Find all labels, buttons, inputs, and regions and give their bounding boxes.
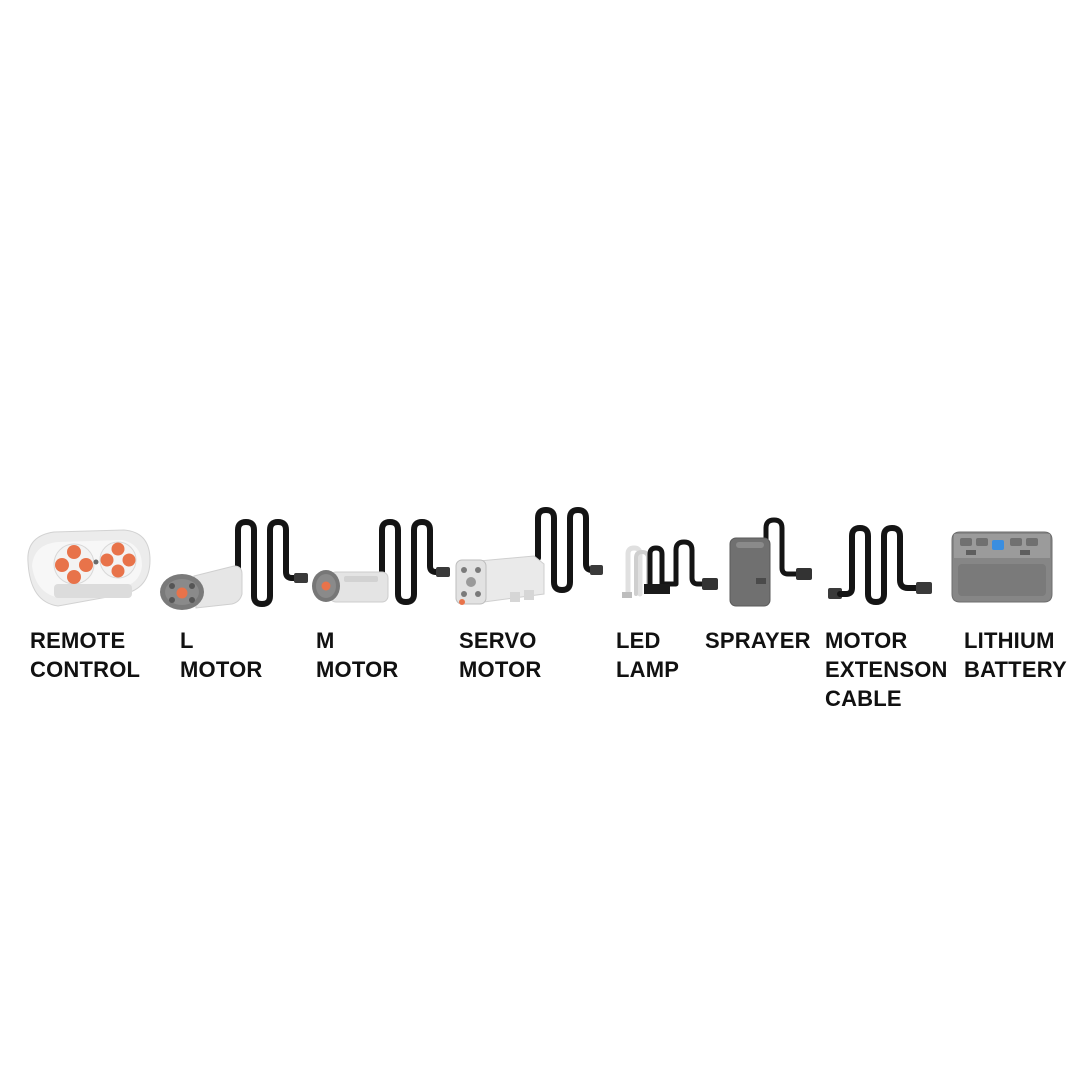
- motor-extension-cable-label-line-1: MOTOR: [825, 628, 908, 653]
- servo-motor-label-line-1: SERVO: [459, 628, 537, 653]
- sprayer-icon: [729, 517, 812, 607]
- remote-control-label-line-2: CONTROL: [30, 657, 141, 682]
- lithium-battery-label-line-1: LITHIUM: [964, 628, 1055, 653]
- m-motor-label-line-1: M: [316, 628, 335, 653]
- remote-control-icon: [27, 529, 151, 607]
- m-motor-icon: [312, 519, 450, 605]
- servo-motor-icon: [455, 507, 603, 605]
- led-lamp-label-line-1: LED: [616, 628, 661, 653]
- l-motor-label-line-2: MOTOR: [180, 657, 263, 682]
- sprayer-label-line-1: SPRAYER: [705, 628, 811, 653]
- led-lamp-icon: [622, 539, 718, 598]
- led-lamp-label-line-2: LAMP: [616, 657, 680, 682]
- m-motor-label-line-2: MOTOR: [316, 657, 399, 682]
- lithium-battery-label-line-2: BATTERY: [964, 657, 1067, 682]
- l-motor-label-line-1: L: [180, 628, 194, 653]
- motor-extension-cable-label-line-3: CABLE: [825, 686, 902, 711]
- remote-control-label-line-1: REMOTE: [30, 628, 126, 653]
- servo-motor-label-line-2: MOTOR: [459, 657, 542, 682]
- l-motor-icon: [160, 519, 308, 610]
- extension-cable-icon: [828, 525, 932, 605]
- motor-extension-cable-label-line-2: EXTENSON: [825, 657, 948, 682]
- battery-box-icon: [951, 531, 1053, 603]
